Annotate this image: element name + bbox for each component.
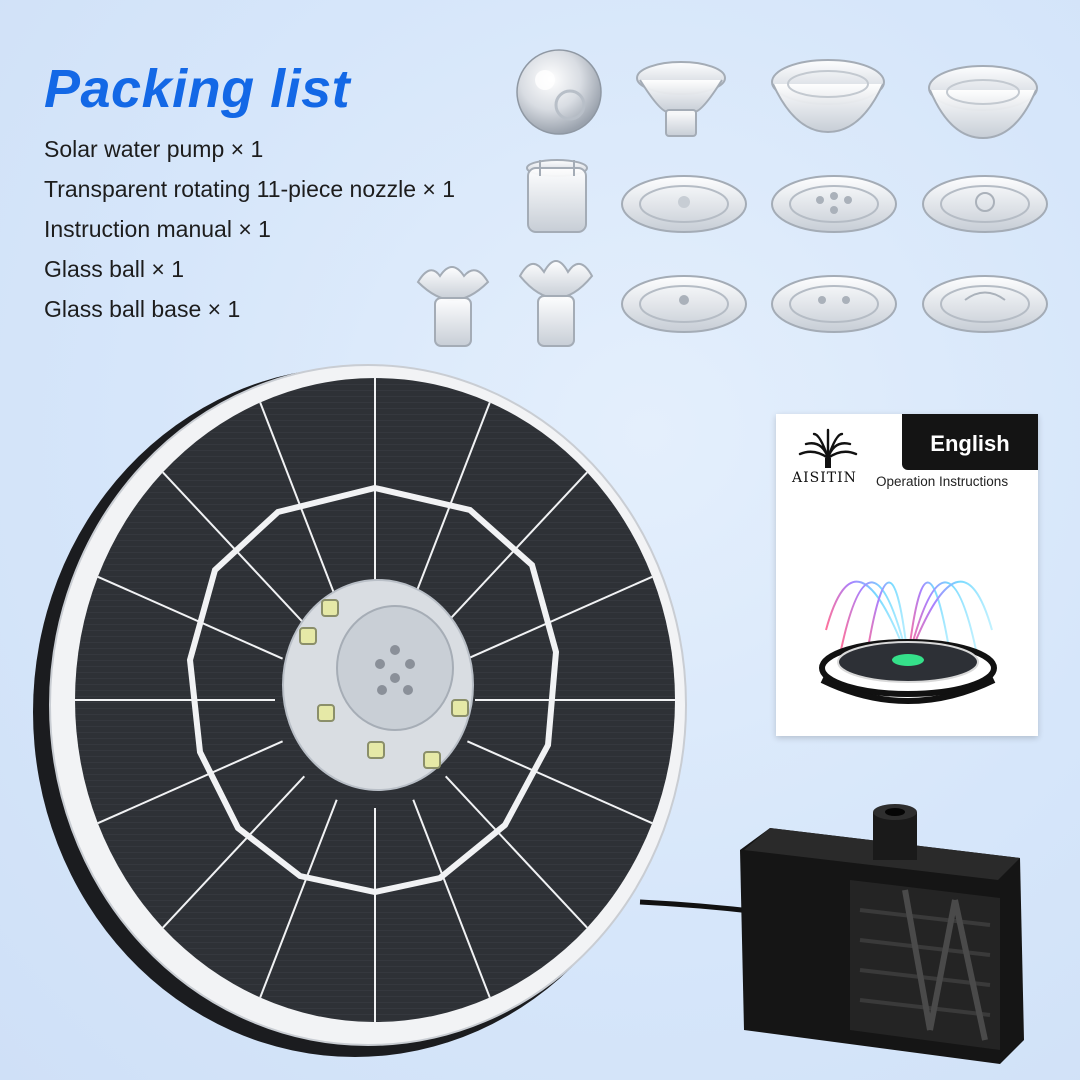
glass-ball-base xyxy=(526,159,588,233)
panel-divider-line xyxy=(162,471,306,625)
panel-inner-ring xyxy=(186,484,560,896)
language-tab: English xyxy=(902,414,1038,470)
panel-divider-line xyxy=(466,740,653,825)
tulip-nozzle xyxy=(518,260,594,347)
led-lights xyxy=(299,599,469,769)
brand-logo-icon xyxy=(798,428,858,468)
list-item: Glass ball base × 1 xyxy=(44,296,241,322)
hub-nozzle xyxy=(336,605,454,731)
manual-subtitle: Operation Instructions xyxy=(876,474,1009,489)
instruction-manual: English AISITIN Operation Instructions xyxy=(776,414,1038,736)
tulip-nozzle xyxy=(416,266,490,347)
panel-divider-line xyxy=(412,799,491,998)
panel-divider-line xyxy=(259,799,338,998)
panel-divider-line xyxy=(444,775,588,929)
list-item: Transparent rotating 11-piece nozzle × 1 xyxy=(44,176,456,202)
fountain-illustration xyxy=(819,580,997,704)
flower-nozzle xyxy=(621,175,747,233)
panel-divider-line xyxy=(466,575,653,660)
list-item: Instruction manual × 1 xyxy=(44,216,271,242)
flower-nozzle xyxy=(922,175,1048,233)
flower-nozzle xyxy=(771,175,897,233)
panel-divider-line xyxy=(412,402,491,601)
list-item: Glass ball × 1 xyxy=(44,256,184,282)
page-title: Packing list xyxy=(44,59,351,119)
panel-divider-line xyxy=(97,740,284,825)
nozzle-cup-large xyxy=(928,65,1038,140)
glass-ball xyxy=(516,49,602,135)
nozzle-cup-small xyxy=(636,61,726,137)
panel-divider-line xyxy=(97,575,284,660)
packing-list: Solar water pump × 1 Transparent rotatin… xyxy=(44,132,455,332)
flower-nozzle xyxy=(922,275,1048,333)
nozzle-cup-medium xyxy=(771,59,885,134)
brand-name: AISITIN xyxy=(792,470,857,486)
list-item: Solar water pump × 1 xyxy=(44,136,264,162)
panel-divider-line xyxy=(162,775,306,929)
panel-divider-line xyxy=(259,402,338,601)
flower-nozzle xyxy=(771,275,897,333)
flower-nozzle xyxy=(621,275,747,333)
nozzle-set-illustration xyxy=(416,49,1048,347)
